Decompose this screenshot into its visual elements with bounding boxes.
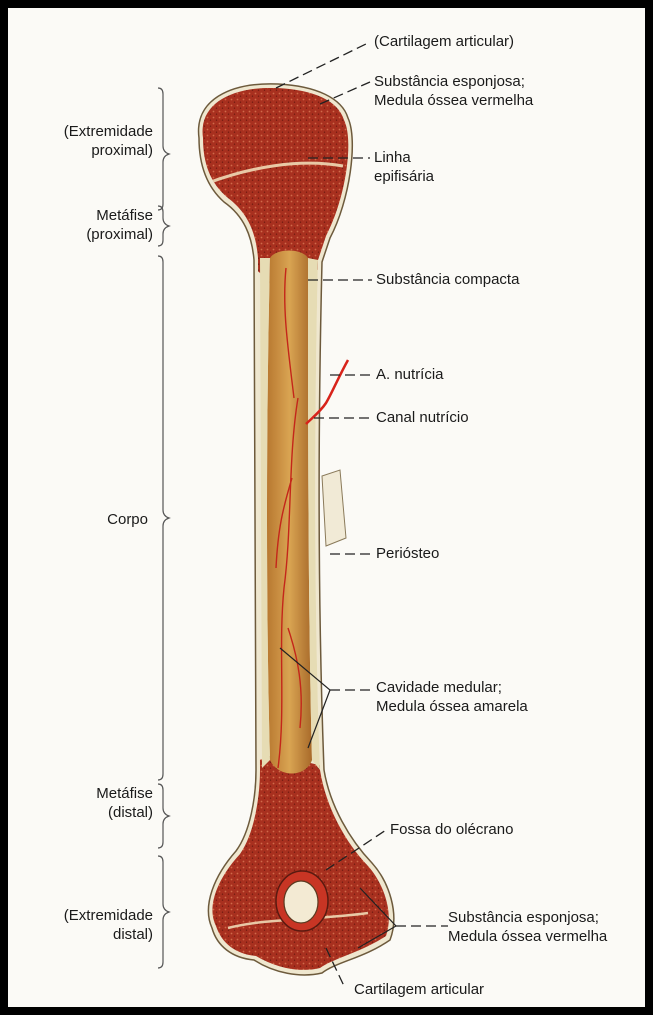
- label-epiphyseal-line: Linha epifisária: [374, 148, 434, 186]
- label-spongy-top-line2: Medula óssea vermelha: [374, 91, 533, 110]
- left-brackets: [158, 88, 169, 968]
- label-spongy-bottom: Substância esponjosa; Medula óssea verme…: [448, 908, 607, 946]
- label-nutrient-canal: Canal nutrício: [376, 408, 469, 427]
- label-articular-cartilage-top: (Cartilagem articular): [374, 32, 514, 51]
- label-epiphyseal-line-line1: Linha: [374, 148, 434, 167]
- label-spongy-bottom-line1: Substância esponjosa;: [448, 908, 607, 927]
- label-medullary-cavity: Cavidade medular; Medula óssea amarela: [376, 678, 528, 716]
- label-articular-cartilage-bottom: Cartilagem articular: [354, 980, 484, 999]
- label-proximal-end-line1: (Extremidade: [18, 122, 153, 141]
- label-distal-metaphysis-line1: Metáfise: [18, 784, 153, 803]
- label-periosteum: Periósteo: [376, 544, 439, 563]
- label-medullary-cavity-line2: Medula óssea amarela: [376, 697, 528, 716]
- label-nutrient-artery: A. nutrícia: [376, 365, 444, 384]
- label-distal-metaphysis-line2: (distal): [18, 803, 153, 822]
- label-spongy-bottom-line2: Medula óssea vermelha: [448, 927, 607, 946]
- label-proximal-metaphysis: Metáfise (proximal): [18, 206, 153, 244]
- label-olecranon-fossa: Fossa do olécrano: [390, 820, 513, 839]
- label-proximal-end-line2: proximal): [18, 141, 153, 160]
- label-distal-end-line2: distal): [18, 925, 153, 944]
- label-spongy-top: Substância esponjosa; Medula óssea verme…: [374, 72, 533, 110]
- label-proximal-metaphysis-line1: Metáfise: [18, 206, 153, 225]
- diagram-frame: (Extremidade proximal) Metáfise (proxima…: [8, 8, 645, 1007]
- label-spongy-top-line1: Substância esponjosa;: [374, 72, 533, 91]
- label-medullary-cavity-line1: Cavidade medular;: [376, 678, 528, 697]
- label-proximal-metaphysis-line2: (proximal): [18, 225, 153, 244]
- label-epiphyseal-line-line2: epifisária: [374, 167, 434, 186]
- label-distal-end-line1: (Extremidade: [18, 906, 153, 925]
- label-distal-metaphysis: Metáfise (distal): [18, 784, 153, 822]
- label-proximal-end: (Extremidade proximal): [18, 122, 153, 160]
- label-compact-substance: Substância compacta: [376, 270, 519, 289]
- label-distal-end: (Extremidade distal): [18, 906, 153, 944]
- label-shaft: Corpo: [18, 510, 148, 529]
